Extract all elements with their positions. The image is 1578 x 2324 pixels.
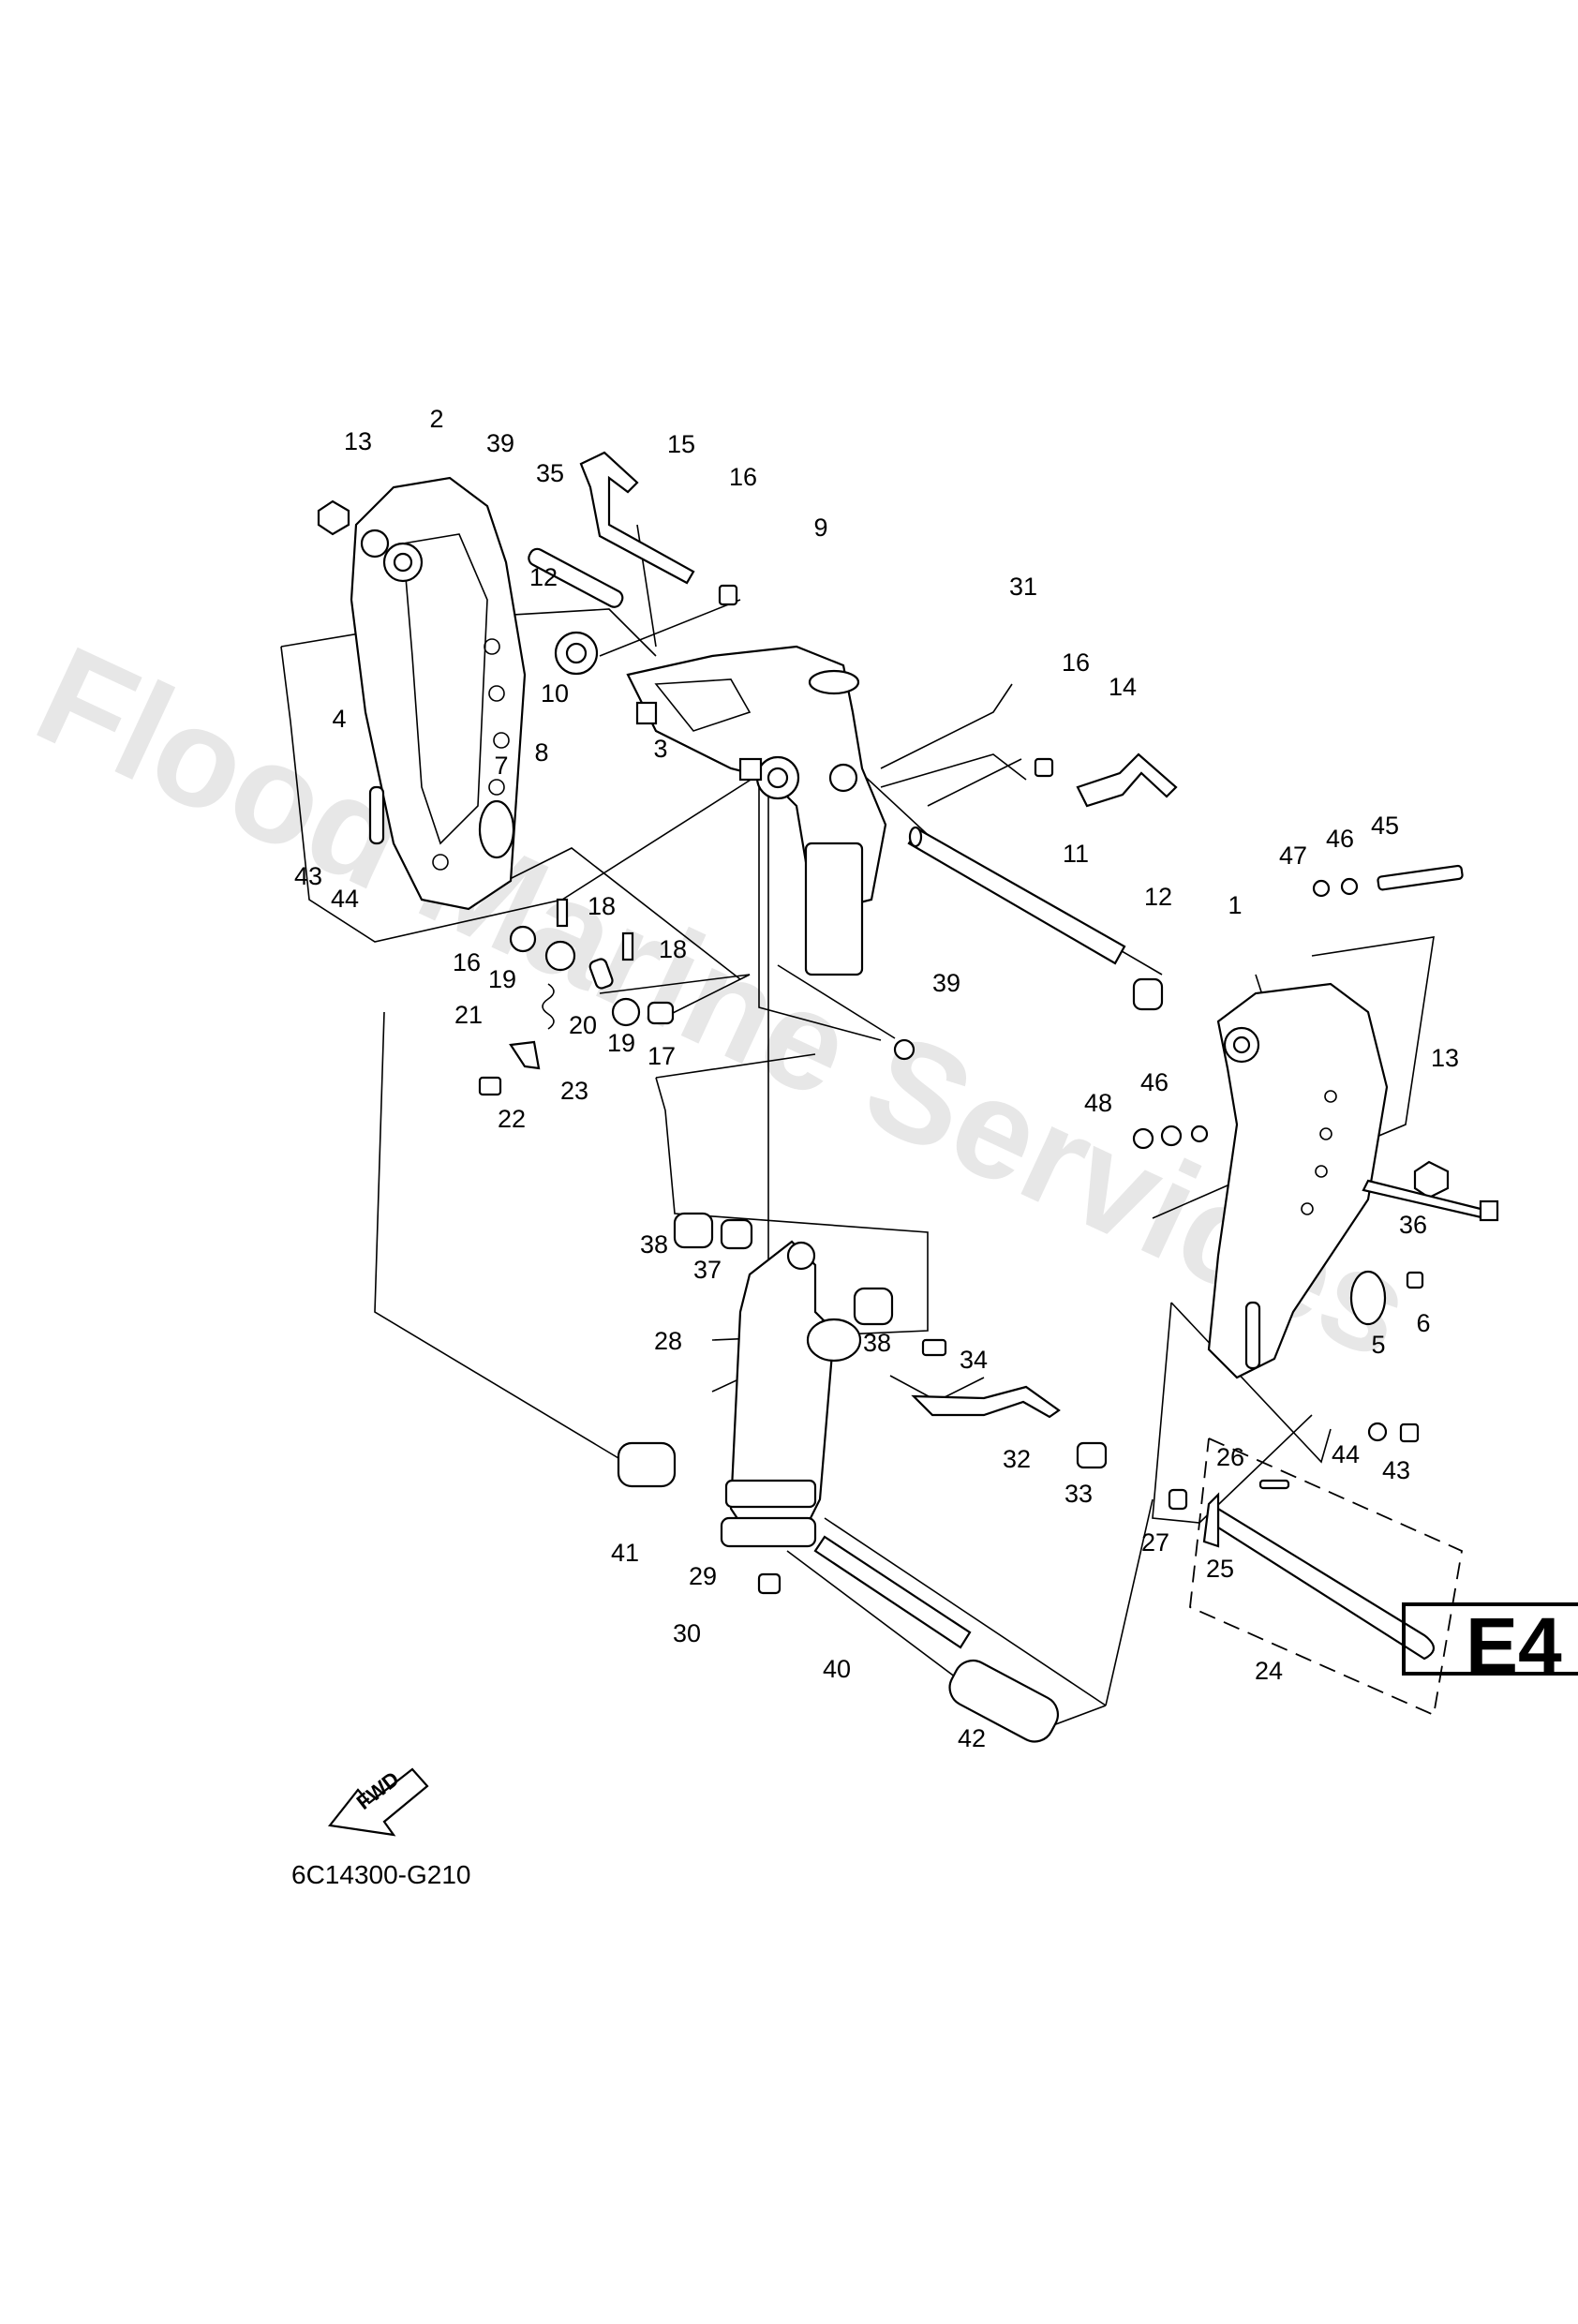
callout-c4: 4 xyxy=(332,705,346,733)
callout-c12b: 12 xyxy=(1144,883,1172,911)
pin-35 xyxy=(528,547,624,608)
callout-c7: 7 xyxy=(494,752,508,780)
lever-14 xyxy=(1076,752,1178,808)
callout-c16a: 16 xyxy=(729,463,757,491)
callout-c13b: 13 xyxy=(1431,1044,1459,1072)
callout-c8: 8 xyxy=(534,738,548,767)
callout-c19b: 19 xyxy=(607,1029,635,1057)
callout-c18b: 18 xyxy=(659,935,687,963)
callout-c16c: 16 xyxy=(453,948,481,976)
callout-c35: 35 xyxy=(536,459,564,487)
callout-c17: 17 xyxy=(648,1042,676,1070)
callout-c39b: 39 xyxy=(932,969,960,997)
callout-c13a: 13 xyxy=(344,427,372,455)
callout-c16b: 16 xyxy=(1062,648,1090,677)
callout-c12a: 12 xyxy=(529,563,558,591)
callout-c40: 40 xyxy=(823,1655,851,1683)
callout-c20: 20 xyxy=(569,1011,597,1039)
callout-c47: 47 xyxy=(1279,842,1307,870)
callout-c48: 48 xyxy=(1084,1089,1112,1117)
clamp-bracket-left xyxy=(350,476,527,911)
callout-c5: 5 xyxy=(1371,1331,1385,1359)
callout-c11: 11 xyxy=(1063,840,1089,868)
hardware xyxy=(317,499,1499,1326)
callout-c46a: 46 xyxy=(1326,825,1354,853)
fwd-arrow-icon: FWD xyxy=(327,1766,429,1837)
callout-c29: 29 xyxy=(689,1562,717,1590)
callout-c14: 14 xyxy=(1109,673,1137,701)
tilt-lever xyxy=(579,451,695,585)
bushings xyxy=(617,1212,1436,1743)
callout-c3: 3 xyxy=(653,735,667,763)
callout-c18a: 18 xyxy=(588,892,616,920)
callout-c44b: 44 xyxy=(1332,1440,1360,1468)
callout-c23: 23 xyxy=(560,1077,588,1105)
callout-c39a: 39 xyxy=(486,429,514,457)
callout-c9: 9 xyxy=(813,514,827,542)
page-tag: E4 xyxy=(1402,1601,1578,1690)
callout-c38a: 38 xyxy=(640,1230,668,1259)
callout-c41: 41 xyxy=(611,1539,639,1567)
callout-c1: 1 xyxy=(1228,891,1242,919)
callout-c2: 2 xyxy=(429,405,443,433)
callout-c32: 32 xyxy=(1003,1445,1031,1473)
callout-c26: 26 xyxy=(1216,1443,1244,1471)
callout-c28: 28 xyxy=(654,1327,682,1355)
callout-c46b: 46 xyxy=(1140,1068,1169,1096)
callout-c6: 6 xyxy=(1416,1309,1430,1337)
callout-c34: 34 xyxy=(960,1346,988,1374)
swivel-bracket xyxy=(626,645,887,976)
callout-c24: 24 xyxy=(1255,1657,1283,1685)
tilt-shaft xyxy=(907,826,1126,965)
callout-c43a: 43 xyxy=(294,862,322,890)
callout-c33: 33 xyxy=(1064,1480,1093,1508)
tilt-cylinder xyxy=(720,1240,862,1595)
callout-c38b: 38 xyxy=(863,1329,891,1357)
clamp-bracket-right xyxy=(1207,982,1389,1379)
callout-c15: 15 xyxy=(667,430,695,458)
page-tag-text: E4 xyxy=(1466,1601,1562,1690)
callout-c31: 31 xyxy=(1009,573,1037,601)
callout-c37: 37 xyxy=(693,1256,722,1284)
callout-c10: 10 xyxy=(541,679,569,708)
callout-c25: 25 xyxy=(1206,1555,1234,1583)
callout-c30: 30 xyxy=(673,1619,701,1647)
callout-c45: 45 xyxy=(1371,812,1399,840)
callout-c44a: 44 xyxy=(331,885,359,913)
callout-c36: 36 xyxy=(1399,1211,1427,1239)
callout-c27: 27 xyxy=(1141,1528,1169,1557)
callout-c42: 42 xyxy=(958,1724,986,1752)
callout-c43b: 43 xyxy=(1382,1456,1410,1484)
callout-c21: 21 xyxy=(454,1001,483,1029)
callout-c22: 22 xyxy=(498,1105,526,1133)
callout-c19a: 19 xyxy=(488,965,516,993)
diagram-code: 6C14300-G210 xyxy=(291,1860,471,1889)
